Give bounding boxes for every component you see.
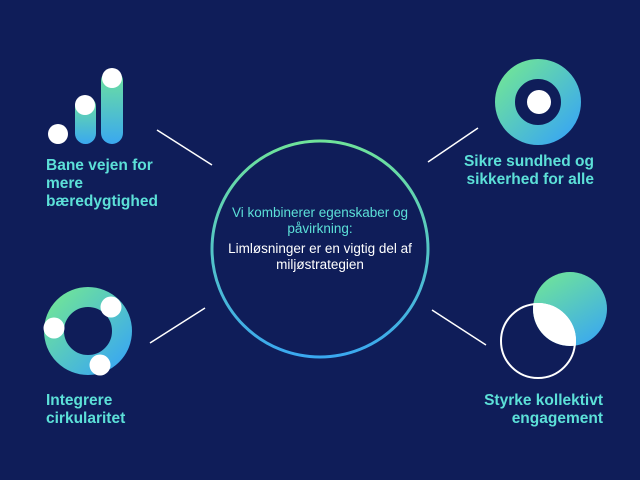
center-caption: Vi kombinerer egenskaber og påvirkning: …	[205, 205, 435, 273]
connector-top-right	[427, 127, 479, 163]
label-line: mere	[46, 175, 84, 192]
label-circularity: Integrere cirkularitet	[46, 392, 125, 428]
bar-chart-icon	[48, 68, 123, 144]
label-health-safety: Sikre sundhed og sikkerhed for alle	[464, 153, 594, 189]
center-subtext: Limløsninger er en vigtig del af miljøst…	[228, 241, 412, 272]
label-sustainability: Bane vejen for mere bæredygtighed	[46, 157, 158, 211]
connector-bottom-left	[149, 307, 206, 344]
label-line: sikkerhed for alle	[466, 171, 594, 188]
label-line: Integrere	[46, 392, 113, 409]
label-engagement: Styrke kollektivt engagement	[484, 392, 603, 428]
label-line: Styrke kollektivt	[484, 392, 603, 409]
label-line: engagement	[511, 410, 603, 427]
label-line: bæredygtighed	[46, 193, 158, 210]
center-heading: Vi kombinerer egenskaber og påvirkning:	[231, 205, 409, 236]
overlapping-circles-icon	[500, 272, 607, 379]
target-ring-icon	[495, 59, 581, 145]
central-circle	[210, 139, 430, 359]
connector-bottom-right	[431, 309, 487, 346]
label-line: Sikre sundhed og	[463, 153, 594, 170]
circular-ring-icon	[43, 287, 132, 376]
label-line: Bane vejen for	[46, 157, 153, 174]
connector-top-left	[156, 129, 213, 166]
label-line: cirkularitet	[46, 410, 126, 427]
